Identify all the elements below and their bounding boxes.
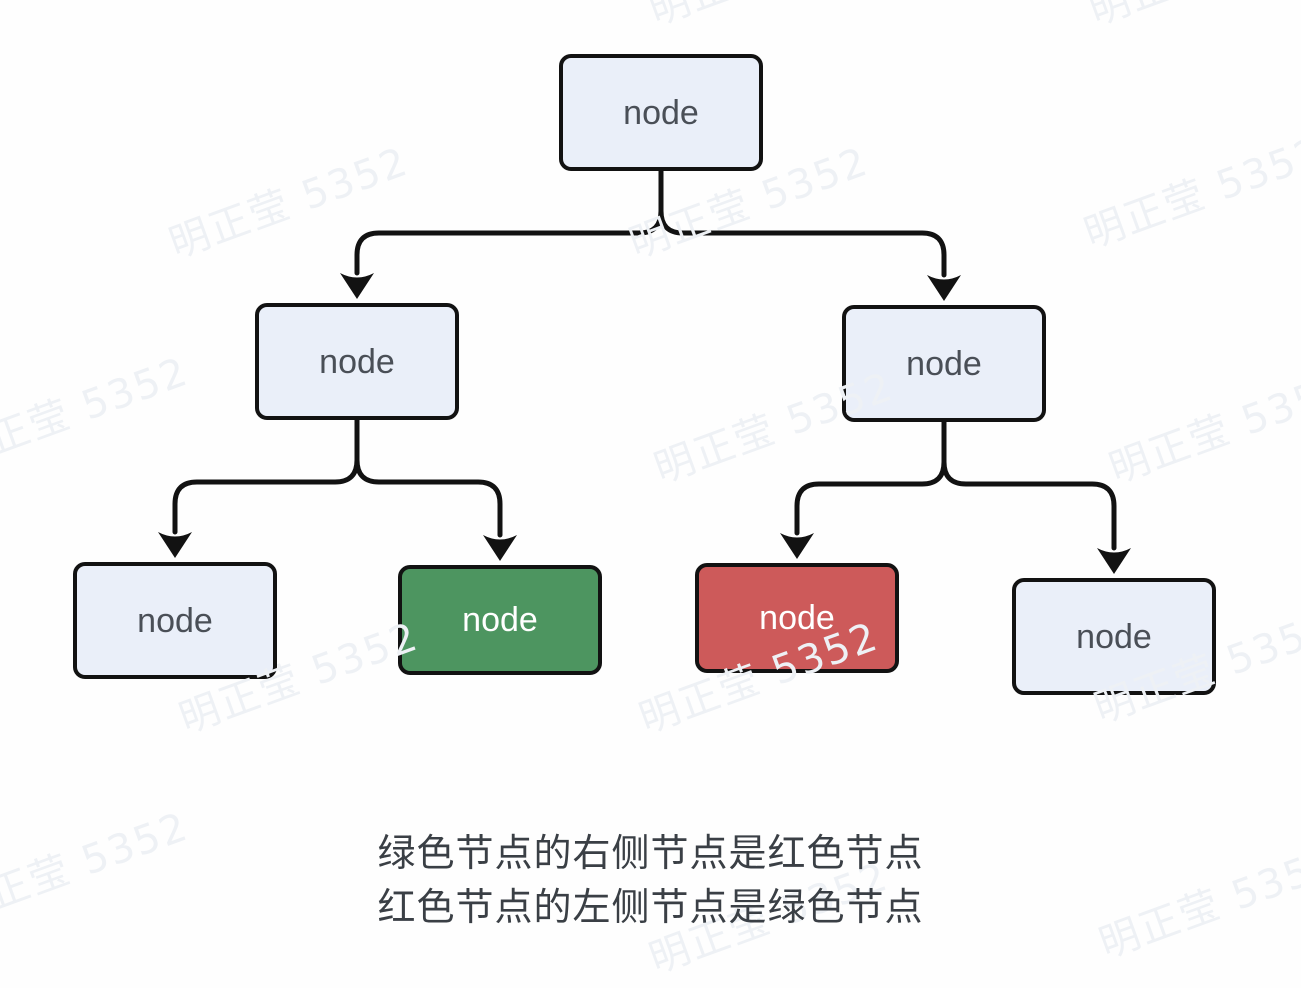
tree-node-root[interactable]: node	[559, 54, 763, 171]
caption-line-1: 绿色节点的右侧节点是红色节点	[377, 831, 924, 875]
tree-node-label: node	[319, 342, 395, 381]
edge-root-l1	[354, 168, 664, 276]
arrowhead-l1-l2b	[483, 535, 517, 561]
arrowhead-r1-r2a	[780, 533, 814, 559]
edge-root-r1	[658, 168, 947, 278]
arrowhead-r1-r2b	[1097, 548, 1131, 574]
arrowhead-root-l1	[340, 273, 374, 299]
caption-line-2: 红色节点的左侧节点是绿色节点	[377, 885, 924, 929]
tree-node-l1[interactable]: node	[255, 303, 459, 420]
tree-node-l2b[interactable]: node	[398, 565, 602, 675]
edge-l1-l2a	[172, 417, 360, 535]
arrowhead-l1-l2a	[158, 532, 192, 558]
tree-node-r2a[interactable]: node	[695, 563, 899, 673]
tree-node-label: node	[137, 601, 213, 640]
caption: 绿色节点的右侧节点是红色节点 红色节点的左侧节点是绿色节点	[0, 826, 1301, 934]
edge-r1-r2b	[941, 419, 1117, 551]
tree-node-r2b[interactable]: node	[1012, 578, 1216, 695]
edge-r1-r2a	[794, 419, 947, 536]
tree-node-label: node	[1076, 617, 1152, 656]
tree-node-r1[interactable]: node	[842, 305, 1046, 422]
tree-node-label: node	[906, 344, 982, 383]
tree-node-label: node	[462, 601, 538, 639]
edge-l1-l2b	[354, 417, 503, 538]
tree-node-label: node	[759, 599, 835, 637]
arrowhead-root-r1	[927, 275, 961, 301]
tree-node-label: node	[623, 93, 699, 132]
tree-node-l2a[interactable]: node	[73, 562, 277, 679]
